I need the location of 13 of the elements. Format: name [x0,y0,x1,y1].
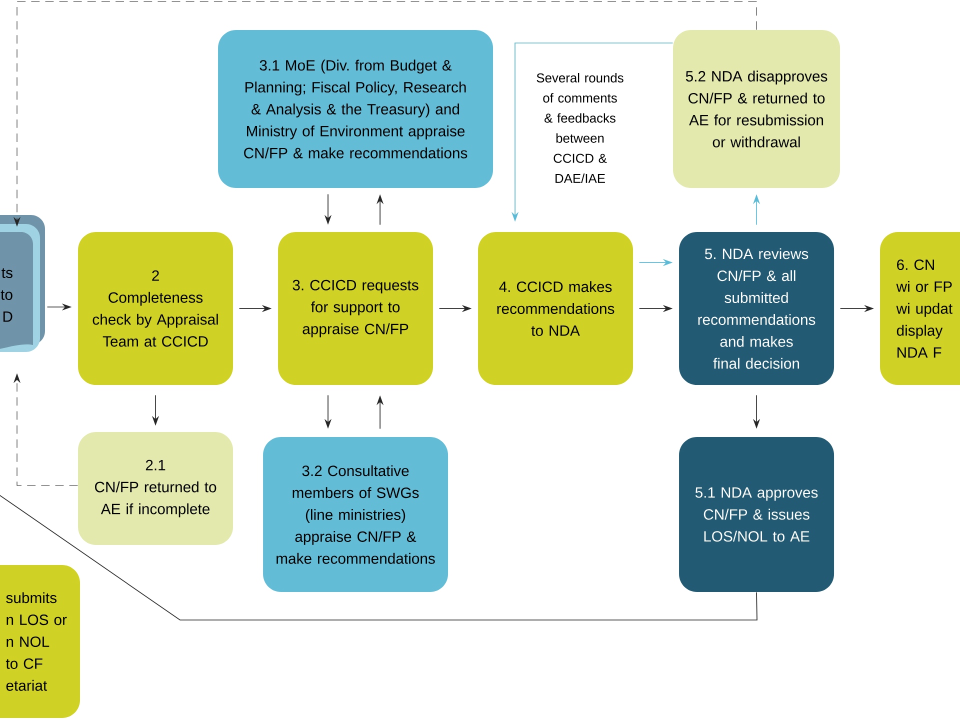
document-stack: ts to D [0,215,45,358]
process-box: 5.2 NDA disapproves CN/FP & returned to AE for resubmission or withdrawal [673,30,840,188]
process-box: 3.2 Consultative members of SWGs (line ministries) appraise CN/FP & make recommendations [263,437,448,592]
process-box: 6. CN wi or FP wi updat display NDA F [880,232,960,385]
decision-box: 5. NDA reviews CN/FP & all submitted recommendations and makes final decision [679,232,834,386]
process-box: 3. CCICD requests for support to appraise CN/FP [278,232,434,386]
process-box: 5.1 NDA approves CN/FP & issues LOS/NOL to AE [679,437,834,592]
process-box: 3.1 MoE (Div. from Budget & Planning; Fiscal Policy, Research & Analysis & the Treasury) and Ministry of Environment appraise CN/FP & make recommendations [218,30,494,188]
process-box: 2 Completeness check by Appraisal Team at CCICD [78,232,234,386]
process-box: 4. CCICD makes recommendations to NDA [478,232,634,386]
process-box: submits n LOS or n NOL to CF etariat [0,565,80,718]
process-box: 2.1 CN/FP returned to AE if incomplete [78,432,234,546]
edge-label: Several rounds of comments & feedbacks between CCICD & DAE/IAE [534,72,626,184]
